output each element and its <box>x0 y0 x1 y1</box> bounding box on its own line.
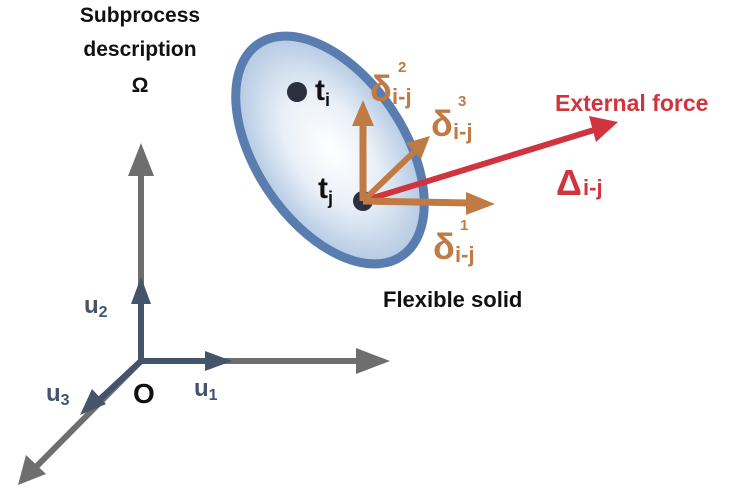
axis-u2-gray-arrowhead <box>128 143 154 176</box>
external-force-arrowhead <box>589 116 618 142</box>
origin-label: O <box>133 378 155 409</box>
heading-symbol: Ω <box>132 74 149 97</box>
axis-label-u3: u3 <box>46 380 70 409</box>
delta-2-label: δ 2 i-j <box>370 59 412 109</box>
flexible-solid-shape <box>231 31 429 269</box>
point-tj-label: tj <box>318 172 333 208</box>
delta-2-superscript: 2 <box>398 59 406 76</box>
external-force-symbol: Δ <box>556 162 582 203</box>
unit-vector-u3-arrowhead <box>80 389 106 415</box>
delta-3-superscript: 3 <box>458 93 466 110</box>
delta-1-subscript: i-j <box>455 242 475 267</box>
external-force-label: External force <box>555 90 708 116</box>
delta-1-superscript: 1 <box>460 217 468 234</box>
external-force-arrow <box>362 127 595 204</box>
axis-label-u2: u2 <box>84 292 108 321</box>
delta-2-symbol: δ <box>370 68 392 109</box>
unit-vector-group <box>80 277 232 415</box>
delta-vector-1 <box>362 197 471 207</box>
delta-2-subscript: i-j <box>392 84 412 109</box>
delta-vectors-group <box>352 100 495 215</box>
delta-3-subscript: i-j <box>453 119 473 144</box>
delta-3-label: δ 3 i-j <box>431 93 473 144</box>
axis-u1-gray-arrowhead <box>356 348 390 374</box>
delta-vector-3-arrowhead <box>406 136 430 159</box>
flexible-solid-label: Flexible solid <box>383 287 522 312</box>
delta-vector-3 <box>360 149 417 204</box>
delta-1-symbol: δ <box>433 226 455 267</box>
unit-vector-u1-arrowhead <box>205 351 232 371</box>
axis-u3-gray-arrowhead <box>18 455 46 485</box>
heading-line2: description <box>83 38 196 61</box>
heading-line1: Subprocess <box>80 4 200 27</box>
external-force-subscript: i-j <box>583 175 603 200</box>
delta-vector-1-arrowhead <box>466 192 495 215</box>
unit-vector-u2-arrowhead <box>131 277 151 304</box>
delta-vector-2-arrowhead <box>352 100 374 126</box>
axis-label-u1: u1 <box>194 375 218 404</box>
delta-1-label: δ 1 i-j <box>433 217 475 267</box>
unit-vector-u3 <box>95 358 144 404</box>
point-ti-dot <box>287 82 307 102</box>
point-ti-label: ti <box>315 74 330 110</box>
delta-3-symbol: δ <box>431 103 453 144</box>
